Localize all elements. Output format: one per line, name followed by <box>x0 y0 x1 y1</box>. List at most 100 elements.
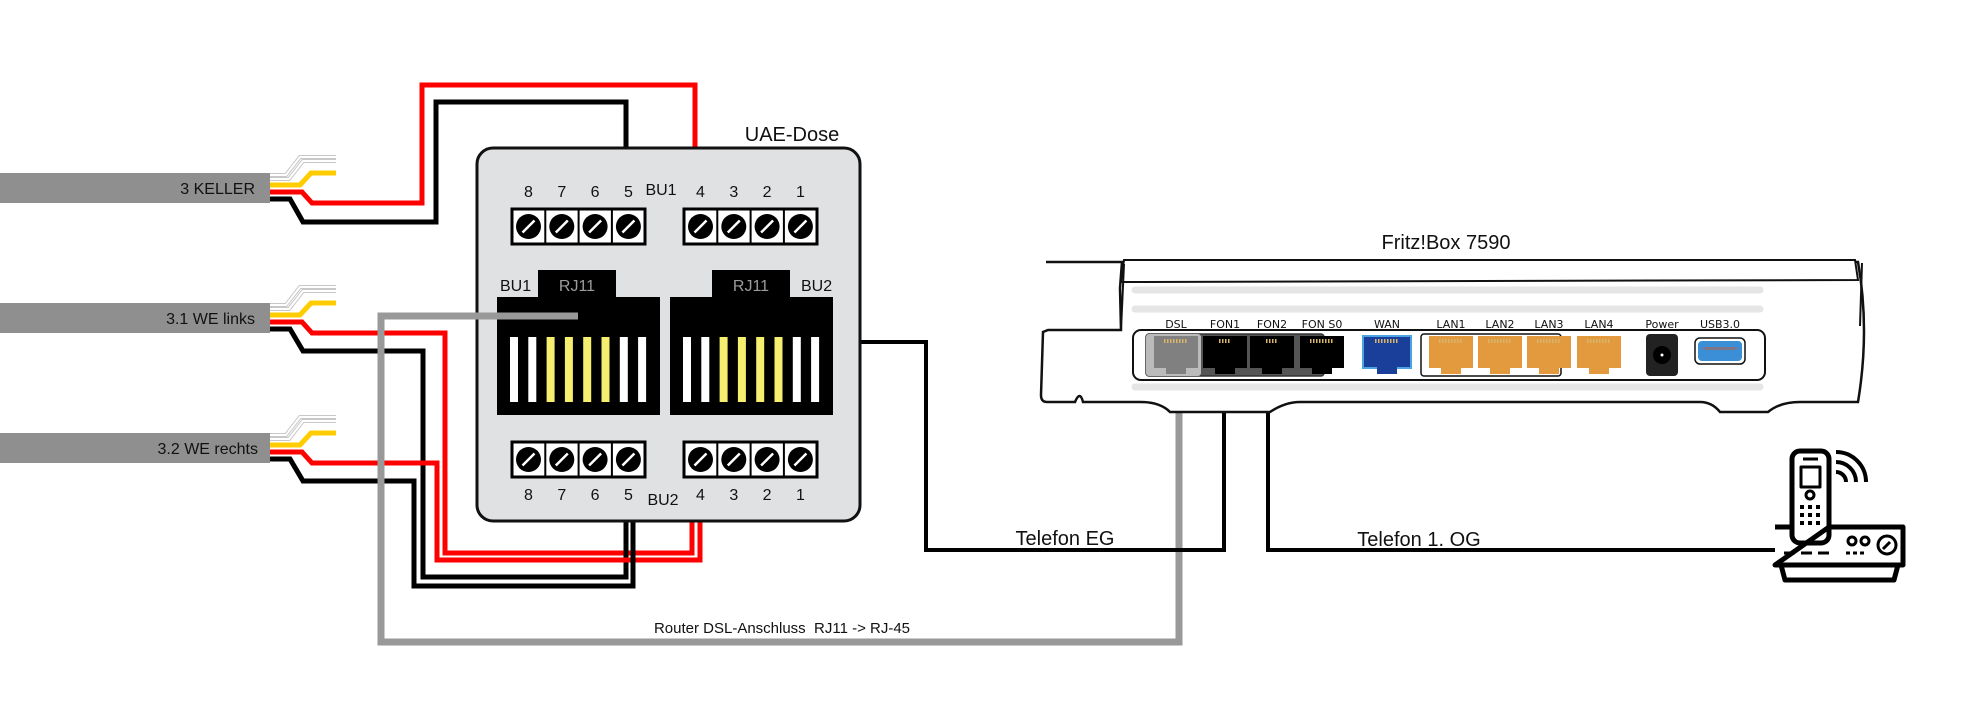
wire-yellow <box>270 300 336 318</box>
wire-white-a-core <box>270 416 336 436</box>
jack-tab <box>712 270 790 298</box>
wire-keller-black <box>270 99 629 225</box>
screw-terminal[interactable] <box>688 447 713 472</box>
router-seam <box>1120 263 1125 331</box>
port-label: LAN4 <box>1584 318 1613 331</box>
jack-bu2[interactable]: BU2 RJ11 <box>670 270 833 415</box>
terminal-number: 8 <box>524 184 533 201</box>
screw-terminal[interactable] <box>688 214 713 239</box>
bottom-group-label: BU2 <box>647 492 678 509</box>
cable-keller: 3 KELLER <box>0 173 270 203</box>
cable-label: 3 KELLER <box>180 181 255 198</box>
screw-terminal[interactable] <box>516 447 541 472</box>
label-telefon-eg: Telefon EG <box>1016 528 1115 550</box>
jack-bu1-type: RJ11 <box>559 278 595 295</box>
wire-rechts-black <box>270 456 636 589</box>
terminal-number: 4 <box>696 487 705 504</box>
port-label: LAN1 <box>1436 318 1465 331</box>
terminal-number: 6 <box>591 487 600 504</box>
wire-white-b-core <box>270 420 336 440</box>
port-label: LAN2 <box>1485 318 1514 331</box>
jack-pin <box>792 337 801 402</box>
terminal-number: 6 <box>591 184 600 201</box>
jack-bu2-type: RJ11 <box>733 278 769 295</box>
terminal-number: 3 <box>729 487 738 504</box>
label-dsl: Router DSL-Anschluss RJ11 -> RJ-45 <box>654 620 910 637</box>
cable-jacket <box>0 173 270 203</box>
port-label: USB3.0 <box>1700 318 1740 331</box>
cable-jacket <box>0 433 270 463</box>
jack-pin <box>737 337 746 402</box>
router-port-lan3[interactable]: LAN3 <box>1527 318 1571 374</box>
loose-ends-group <box>270 285 336 318</box>
jack-bu1-name: BU1 <box>500 278 531 295</box>
router-port-wan[interactable]: WAN <box>1362 318 1412 374</box>
router-port-fon1[interactable]: FON1 <box>1203 318 1247 374</box>
wire-links-red <box>270 319 695 556</box>
jack-pin <box>546 337 555 402</box>
screw-terminal[interactable] <box>549 214 575 239</box>
wire-white-b-core <box>270 290 336 310</box>
cable-we-links: 3.1 WE links <box>0 303 270 333</box>
router-port-fons0[interactable]: FON S0 <box>1300 318 1344 374</box>
cable-jacket <box>0 303 270 333</box>
port-label: DSL <box>1165 318 1187 331</box>
router-port-lan4[interactable]: LAN4 <box>1577 318 1621 374</box>
wire-white-a-core <box>270 286 336 306</box>
terminal-number: 1 <box>796 184 805 201</box>
screw-terminal[interactable] <box>754 447 780 472</box>
port-label: LAN3 <box>1534 318 1563 331</box>
jack-pin <box>683 337 691 402</box>
router-port-power[interactable]: Power <box>1645 318 1679 376</box>
jack-pin <box>719 337 728 402</box>
jack-pin <box>774 337 783 402</box>
screw-terminal[interactable] <box>615 447 641 472</box>
terminal-number: 7 <box>557 487 566 504</box>
terminal-number: 3 <box>729 184 738 201</box>
top-group-label: BU1 <box>645 182 676 199</box>
terminal-number: 4 <box>696 184 705 201</box>
jack-pin <box>528 337 537 402</box>
jack-tab <box>538 270 616 298</box>
port-label: FON1 <box>1210 318 1240 331</box>
router-port-usb30[interactable]: USB3.0 <box>1694 318 1746 365</box>
screw-terminal[interactable] <box>615 214 641 239</box>
router-port-lan2[interactable]: LAN2 <box>1478 318 1522 374</box>
screw-terminal[interactable] <box>721 214 747 239</box>
screw-terminal[interactable] <box>582 447 608 472</box>
screw-terminal[interactable] <box>787 447 813 472</box>
wire-white-a-core <box>270 156 336 176</box>
terminal-number: 8 <box>524 487 533 504</box>
router-vent-lines <box>1131 286 1764 391</box>
jack-bu2-name: BU2 <box>801 278 832 295</box>
router-port-dsl[interactable]: DSL <box>1154 318 1198 374</box>
wire-links-black <box>270 326 629 580</box>
screw-terminal[interactable] <box>582 214 608 239</box>
jack-pin <box>638 337 647 402</box>
jack-pin <box>564 337 573 402</box>
screw-terminal[interactable] <box>516 214 541 239</box>
jack-pin <box>811 337 820 402</box>
wire-telefon-og <box>1266 376 1775 552</box>
screw-terminal[interactable] <box>787 214 813 239</box>
jack-pin <box>619 337 628 402</box>
jack-pin <box>701 337 710 402</box>
terminal-block: 8 7 6 5 <box>510 440 647 504</box>
terminal-number: 5 <box>624 184 633 201</box>
screw-terminal[interactable] <box>721 447 747 472</box>
router-port-fon2[interactable]: FON2 <box>1250 318 1294 374</box>
cable-label: 3.2 WE rechts <box>158 441 258 458</box>
port-label: FON2 <box>1257 318 1287 331</box>
screw-terminal[interactable] <box>754 214 780 239</box>
router-port-lan1[interactable]: LAN1 <box>1429 318 1473 374</box>
jack-pin <box>601 337 610 402</box>
screw-terminal[interactable] <box>549 447 575 472</box>
wire-yellow <box>270 170 336 188</box>
loose-ends-group <box>270 415 336 448</box>
terminal-number: 5 <box>624 487 633 504</box>
